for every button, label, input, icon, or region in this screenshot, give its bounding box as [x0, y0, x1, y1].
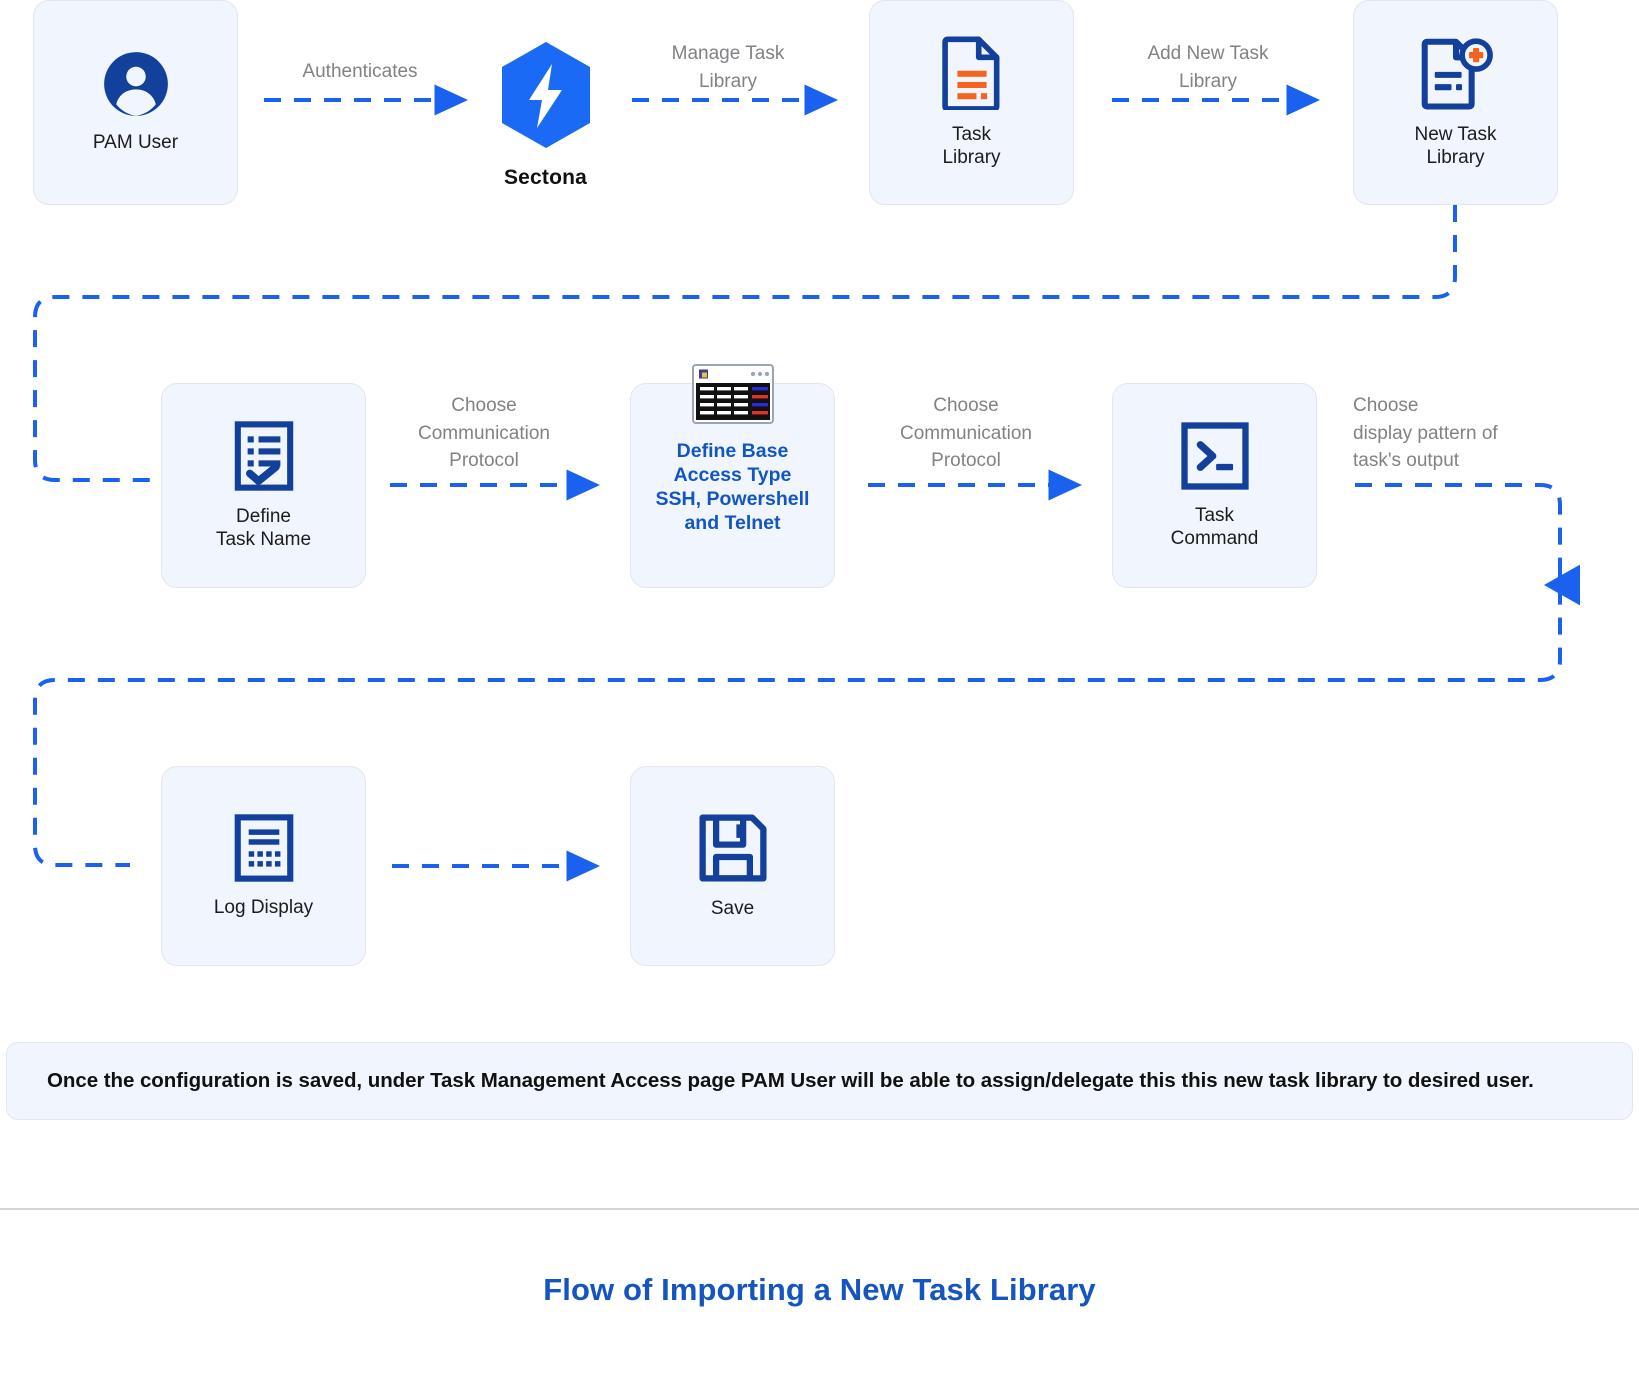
document-list-icon: [940, 36, 1004, 110]
user-avatar-icon: [102, 50, 170, 118]
edge-label-choose-communication-protocol-2: Choose Communication Protocol: [900, 395, 1032, 472]
sectona-wordmark: Sectona: [503, 166, 588, 189]
command-prompt-icon: [1180, 421, 1250, 491]
log-document-icon: [232, 813, 296, 883]
node-new-task-library[interactable]: New Task Library: [1353, 0, 1558, 205]
node-label: Task Library: [942, 123, 1001, 168]
edge-label-manage-task-library: Manage Task Library: [671, 43, 785, 92]
checklist-document-icon: [232, 420, 296, 492]
node-label: New Task Library: [1414, 123, 1497, 168]
edge-label-choose-display-pattern: Choose display pattern of task's output: [1353, 395, 1498, 472]
floppy-disk-save-icon: [697, 812, 769, 884]
node-label: Task Command: [1170, 504, 1259, 549]
node-label: Define Task Name: [215, 505, 312, 550]
sectona-logo: Sectona: [478, 40, 613, 190]
note-bar: Once the configuration is saved, under T…: [6, 1042, 1633, 1120]
node-label: PAM User: [92, 132, 179, 154]
diagram-caption: Flow of Importing a New Task Library: [543, 1272, 1096, 1307]
note-text: Once the configuration is saved, under T…: [47, 1069, 1534, 1092]
document-add-icon: [1418, 36, 1494, 110]
edge-label-choose-communication-protocol-1: Choose Communication Protocol: [418, 395, 550, 472]
node-log-display[interactable]: Log Display: [161, 766, 366, 966]
terminal-window-icon: [692, 364, 774, 429]
node-define-task-name[interactable]: Define Task Name: [161, 383, 366, 588]
node-label: Log Display: [213, 896, 314, 918]
node-task-library[interactable]: Task Library: [869, 0, 1074, 205]
node-label: Save: [710, 897, 755, 919]
edge-label-authenticates: Authenticates: [302, 61, 418, 82]
node-pam-user[interactable]: PAM User: [33, 0, 238, 205]
edge-label-add-new-task-library: Add New Task Library: [1147, 43, 1269, 92]
sectona-hexagon-bolt-logo: [496, 40, 596, 155]
divider: [0, 1208, 1639, 1210]
node-save[interactable]: Save: [630, 766, 835, 966]
node-task-command[interactable]: Task Command: [1112, 383, 1317, 588]
node-label: Define Base Access Type SSH, Powershell …: [655, 440, 810, 534]
